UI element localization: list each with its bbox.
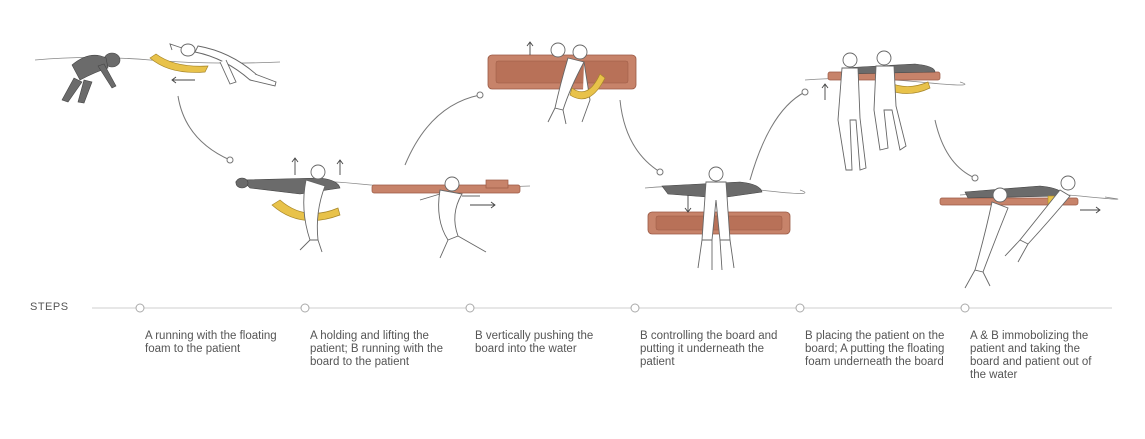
steps-label: STEPS	[30, 301, 69, 313]
step-marker-4	[630, 303, 640, 313]
rescuer-b-figure	[547, 42, 591, 125]
rescuer-b-figure	[697, 166, 735, 271]
step-marker-1	[135, 303, 145, 313]
step-1-text: A running with the floating foam to the …	[145, 330, 277, 355]
lift-arrow	[821, 83, 829, 100]
direction-arrow	[470, 201, 496, 209]
direction-arrow	[171, 76, 195, 84]
connector-dot-4	[801, 88, 809, 96]
scene-2	[234, 157, 531, 259]
rescuer-figures	[964, 175, 1076, 289]
connector-arc-1	[177, 95, 231, 161]
rescuer-a-figure	[299, 164, 326, 253]
step-marker-2	[300, 303, 310, 313]
step-5-text: B placing the patient on the board; A pu…	[805, 330, 945, 368]
scene-6	[939, 175, 1119, 289]
connector-arc-2	[404, 94, 481, 166]
step-6-text: A & B immobolizing the patient and takin…	[970, 330, 1092, 381]
connector-dot-3	[656, 168, 664, 176]
scene-4	[644, 166, 806, 271]
floating-foam	[569, 73, 606, 100]
step-3-text: B vertically pushing the board into the …	[475, 330, 594, 355]
rescuer-figures	[837, 50, 907, 171]
direction-arrow	[1080, 206, 1101, 214]
rescuer-a-figure	[169, 43, 277, 87]
lift-arrow	[291, 157, 344, 175]
connector-arc-5	[934, 119, 976, 179]
rescuer-b-figure	[419, 176, 487, 259]
scene-5	[804, 50, 966, 171]
step-2-text: A holding and lifting the patient; B run…	[310, 330, 443, 368]
connector-dot-5	[971, 174, 979, 182]
steps-timeline	[92, 303, 1112, 313]
step-marker-5	[795, 303, 805, 313]
connector-arcs	[177, 88, 979, 182]
scene-1	[34, 43, 281, 104]
floating-foam	[149, 53, 209, 73]
rescue-illustration	[34, 41, 1119, 289]
connector-dot-2	[476, 91, 484, 99]
step-4-text: B controlling the board and putting it u…	[640, 330, 778, 368]
spine-board-end	[485, 179, 509, 189]
push-arrow	[526, 41, 534, 55]
connector-arc-4	[749, 91, 806, 181]
patient-figure	[61, 52, 121, 104]
connector-arc-3	[619, 99, 661, 173]
spine-board	[939, 197, 1079, 206]
connector-dot-1	[226, 156, 234, 164]
floating-foam	[271, 199, 341, 221]
step-marker-3	[465, 303, 475, 313]
step-marker-6	[960, 303, 970, 313]
scene-3	[487, 41, 637, 125]
control-arrow	[684, 195, 692, 213]
